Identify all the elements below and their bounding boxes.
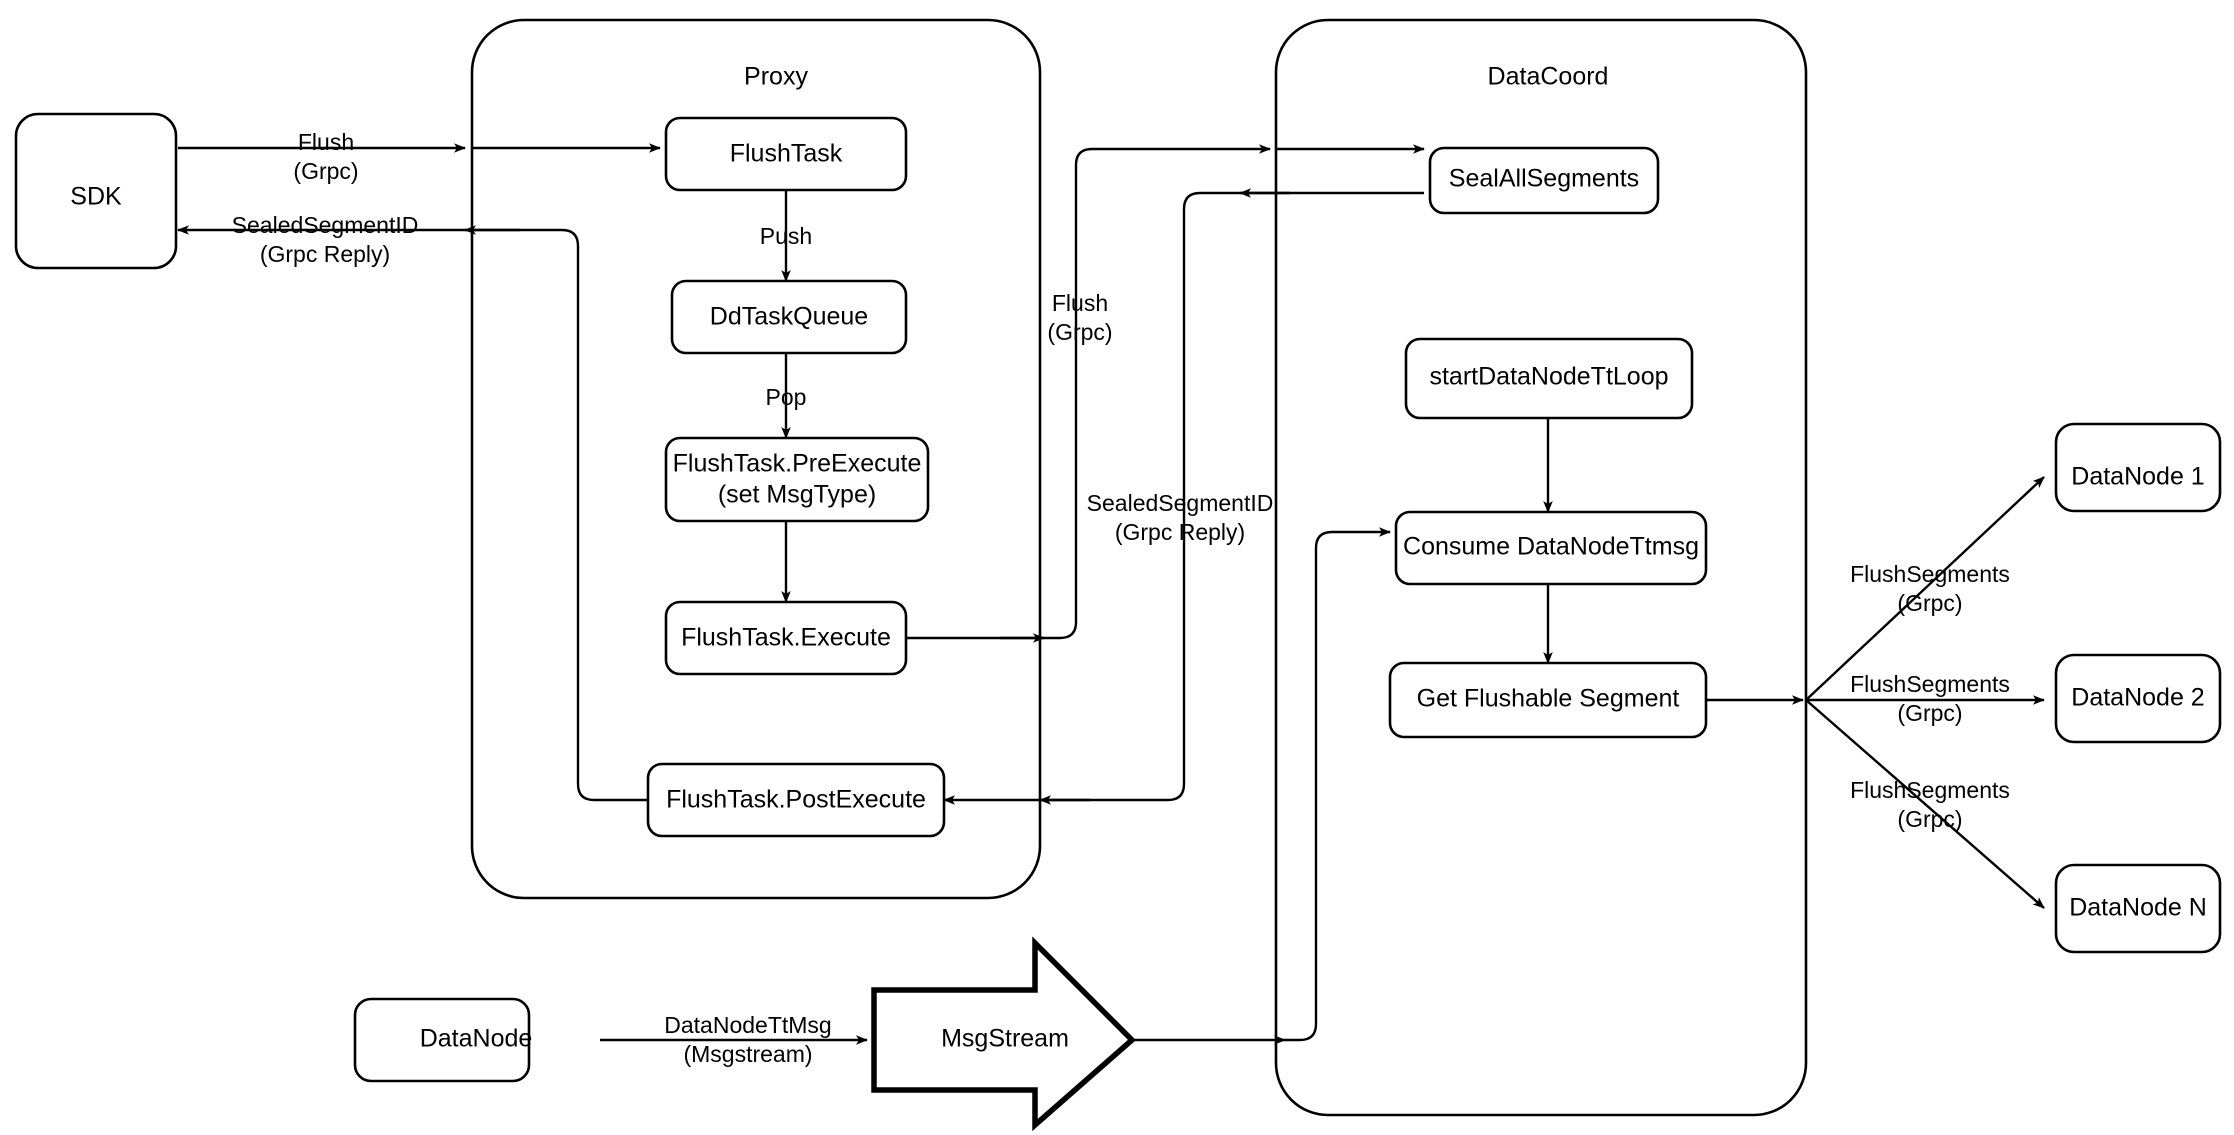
edge-label-coord-to-proxy-line2: (Grpc Reply): [1115, 519, 1245, 545]
edge-label-coord-to-proxy-line1: SealedSegmentID: [1087, 490, 1274, 516]
node-start-datanode-tt-loop-label: startDataNodeTtLoop: [1429, 363, 1668, 391]
node-seal-all-segments[interactable]: [1428, 146, 1660, 215]
node-flushtask-preexecute[interactable]: [664, 436, 930, 523]
node-datanode-bottom[interactable]: [353, 997, 531, 1083]
node-flush-task[interactable]: [664, 116, 908, 192]
node-dd-task-queue-label: DdTaskQueue: [710, 303, 868, 331]
node-datanode-1-label: DataNode 1: [2071, 463, 2204, 491]
node-flush-task-label: FlushTask: [730, 140, 843, 168]
node-datanode-bottom-label: DataNode: [420, 1025, 533, 1053]
edge-label-sdk-to-proxy-line1: Flush: [298, 129, 354, 155]
group-datacoord-label: DataCoord: [1488, 63, 1609, 91]
node-flushtask-execute-label: FlushTask.Execute: [681, 624, 891, 652]
node-flushtask-postexecute-label: FlushTask.PostExecute: [666, 786, 926, 814]
node-msgstream-label: MsgStream: [941, 1025, 1069, 1053]
node-get-flushable-segment-label: Get Flushable Segment: [1417, 685, 1680, 713]
node-start-datanode-tt-loop[interactable]: [1404, 337, 1694, 420]
node-flushtask-execute[interactable]: [664, 600, 908, 676]
edge-junction-to-datanoden: [1805, 699, 2045, 909]
edge-label-datanode-ttmsg-line1: DataNodeTtMsg: [664, 1012, 831, 1038]
edge-junction-to-datanode1: [1805, 476, 2045, 701]
edge-label-flush-segments-n-line1: FlushSegments: [1850, 777, 2010, 803]
node-get-flushable-segment[interactable]: [1388, 661, 1708, 739]
node-datanode-n[interactable]: [2054, 863, 2222, 954]
node-datanode-2-label: DataNode 2: [2071, 684, 2204, 712]
edge-label-push: Push: [760, 223, 812, 249]
node-consume-datanode-ttmsg[interactable]: [1394, 510, 1708, 586]
node-flushtask-postexecute[interactable]: [646, 762, 946, 838]
edge-label-flush-segments-1-line2: (Grpc): [1897, 590, 1962, 616]
edge-label-proxy-to-sdk-line2: (Grpc Reply): [260, 241, 390, 267]
edge-label-flush-segments-1-line1: FlushSegments: [1850, 561, 2010, 587]
edge-label-flush-segments-2-line1: FlushSegments: [1850, 671, 2010, 697]
node-dd-task-queue[interactable]: [670, 279, 908, 355]
node-flushtask-preexecute-label-1: FlushTask.PreExecute: [673, 450, 922, 478]
edge-label-flush-segments-n-line2: (Grpc): [1897, 806, 1962, 832]
edge-label-proxy-to-coord-line1: Flush: [1052, 290, 1108, 316]
edge-postexecute-to-sdk: [177, 225, 648, 802]
edge-label-pop: Pop: [766, 384, 807, 410]
group-proxy-label: Proxy: [744, 63, 808, 91]
edge-label-sdk-to-proxy-line2: (Grpc): [293, 158, 358, 184]
node-msgstream[interactable]: [871, 936, 1137, 1132]
edge-label-proxy-to-sdk-line1: SealedSegmentID: [232, 212, 419, 238]
node-seal-all-segments-label: SealAllSegments: [1449, 165, 1639, 193]
node-datanode-2[interactable]: [2054, 653, 2222, 744]
node-datanode-n-label: DataNode N: [2069, 894, 2207, 922]
edge-label-proxy-to-coord-line2: (Grpc): [1047, 319, 1112, 345]
node-consume-datanode-ttmsg-label: Consume DataNodeTtmsg: [1403, 533, 1699, 561]
edge-msgstream-rail-to-consume: [1285, 527, 1391, 1042]
edge-label-datanode-ttmsg-line2: (Msgstream): [683, 1041, 812, 1067]
node-sdk[interactable]: [14, 112, 178, 270]
node-datanode-1[interactable]: [2054, 422, 2222, 513]
edge-label-flush-segments-2-line2: (Grpc): [1897, 700, 1962, 726]
edge-sealall-to-postexecute: [943, 191, 1424, 805]
node-sdk-label: SDK: [70, 183, 122, 211]
node-flushtask-preexecute-label-2: (set MsgType): [718, 481, 876, 509]
edge-execute-to-datacoord: [906, 144, 1271, 640]
